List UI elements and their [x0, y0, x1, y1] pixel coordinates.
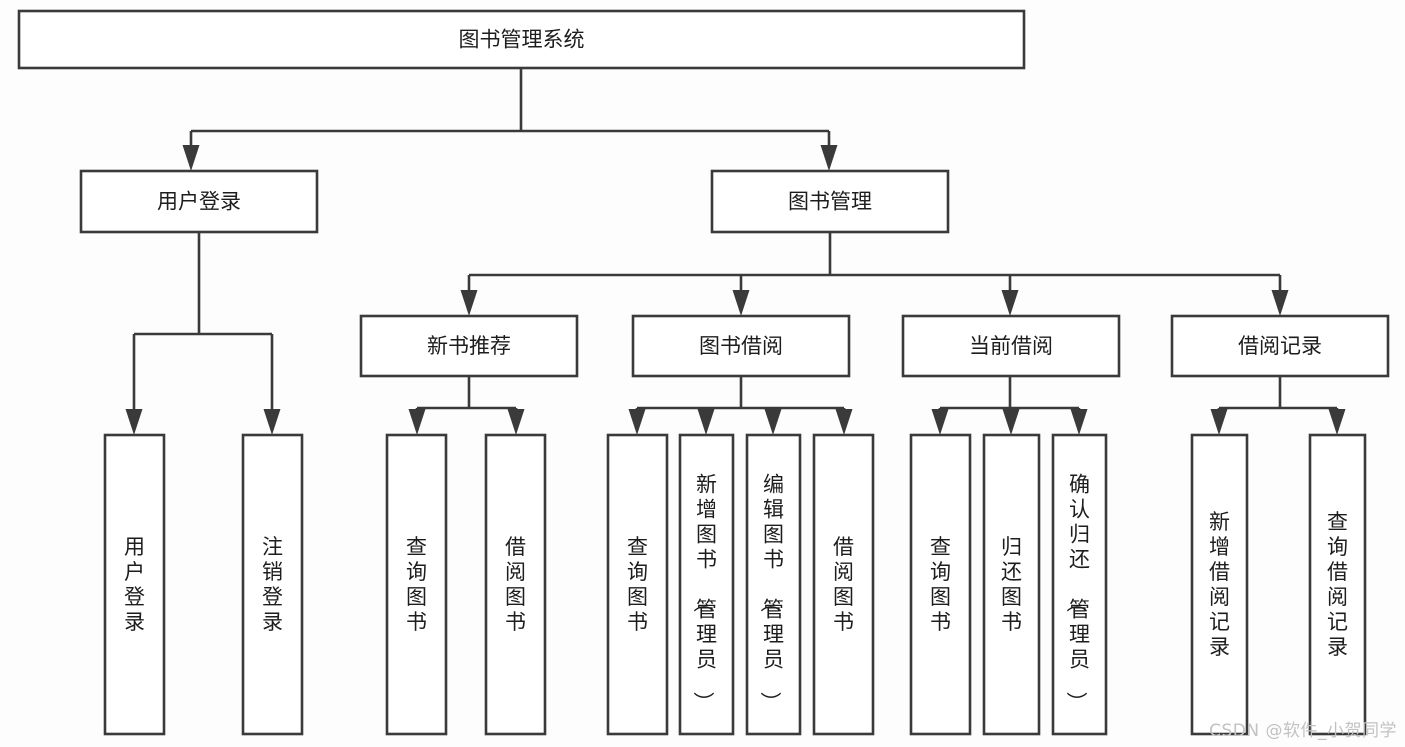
- edge-arrowhead-user-login: [182, 145, 200, 171]
- node-label-book-borrow: 图书借阅: [699, 334, 783, 358]
- node-label-leaf-query-book-3: 查询图书: [930, 535, 951, 634]
- edge-arrowhead-leaf-borrow-book-1: [507, 409, 525, 435]
- edge-group-newbook-to-leaves: [408, 376, 525, 435]
- node-root[interactable]: 图书管理系统: [17, 9, 1026, 70]
- node-current-borrow[interactable]: 当前借阅: [901, 314, 1121, 378]
- node-leaf-confirm-return[interactable]: 确认归还（管理员）: [1051, 433, 1108, 736]
- node-user-login[interactable]: 用户登录: [79, 169, 319, 234]
- edge-arrowhead-leaf-query-book-2: [628, 409, 646, 435]
- node-box-borrow-record[interactable]: [1170, 314, 1390, 378]
- node-box-leaf-add-record[interactable]: [1190, 433, 1249, 736]
- node-label-book-manage: 图书管理: [788, 190, 872, 214]
- node-leaf-query-book-2[interactable]: 查询图书: [606, 433, 669, 736]
- node-label-leaf-user-logout: 注销登录: [262, 535, 283, 634]
- node-new-book-rec[interactable]: 新书推荐: [359, 314, 579, 378]
- node-label-leaf-edit-book: 编辑图书（管理员）: [758, 473, 784, 713]
- edge-arrowhead-current-borrow: [1001, 290, 1019, 316]
- node-leaf-query-book-3[interactable]: 查询图书: [909, 433, 972, 736]
- edge-arrowhead-leaf-query-record: [1328, 409, 1346, 435]
- node-label-leaf-confirm-return: 确认归还（管理员）: [1064, 473, 1090, 713]
- node-label-borrow-record: 借阅记录: [1238, 334, 1322, 358]
- edge-arrowhead-leaf-user-logout: [263, 409, 281, 435]
- edge-arrowhead-leaf-query-book-1: [408, 409, 426, 435]
- edge-group-bookborrow-to-leaves: [628, 376, 853, 435]
- edge-arrowhead-leaf-confirm-return: [1070, 409, 1088, 435]
- node-leaf-query-record[interactable]: 查询借阅记录: [1308, 433, 1367, 736]
- node-leaf-borrow-book-2[interactable]: 借阅图书: [812, 433, 875, 736]
- node-label-new-book-rec: 新书推荐: [427, 334, 511, 358]
- edge-arrowhead-new-book-rec: [460, 290, 478, 316]
- node-leaf-edit-book[interactable]: 编辑图书（管理员）: [745, 433, 802, 736]
- edge-group-borrowrecord-to-leaves: [1210, 376, 1346, 435]
- edge-arrowhead-leaf-add-record: [1210, 409, 1228, 435]
- node-leaf-user-logout[interactable]: 注销登录: [241, 433, 304, 736]
- node-box-leaf-user-login[interactable]: [103, 433, 166, 736]
- node-label-user-login: 用户登录: [157, 190, 241, 214]
- node-box-leaf-add-book[interactable]: [678, 433, 735, 736]
- edge-arrowhead-book-manage: [820, 145, 838, 171]
- node-label-leaf-add-record: 新增借阅记录: [1209, 510, 1230, 659]
- node-borrow-record[interactable]: 借阅记录: [1170, 314, 1390, 378]
- node-box-leaf-query-book-3[interactable]: [909, 433, 972, 736]
- node-box-leaf-edit-book[interactable]: [745, 433, 802, 736]
- node-box-book-borrow[interactable]: [631, 314, 851, 378]
- node-book-borrow[interactable]: 图书借阅: [631, 314, 851, 378]
- node-label-leaf-add-book: 新增图书（管理员）: [691, 473, 717, 713]
- node-label-leaf-return-book: 归还图书: [1001, 535, 1022, 634]
- edge-arrowhead-leaf-edit-book: [764, 409, 782, 435]
- node-label-root: 图书管理系统: [459, 28, 585, 52]
- node-label-current-borrow: 当前借阅: [969, 334, 1053, 358]
- edge-group-bookmanage-to-level2: [460, 232, 1289, 316]
- node-box-user-login[interactable]: [79, 169, 319, 234]
- node-box-new-book-rec[interactable]: [359, 314, 579, 378]
- node-box-root[interactable]: [17, 9, 1026, 70]
- node-box-leaf-user-logout[interactable]: [241, 433, 304, 736]
- node-box-leaf-borrow-book-2[interactable]: [812, 433, 875, 736]
- node-leaf-user-login[interactable]: 用户登录: [103, 433, 166, 736]
- edge-group-currentborrow-to-leaves: [931, 376, 1088, 435]
- edge-arrowhead-borrow-record: [1271, 290, 1289, 316]
- node-leaf-query-book-1[interactable]: 查询图书: [385, 433, 448, 736]
- edge-arrowhead-leaf-add-book: [697, 409, 715, 435]
- node-box-leaf-return-book[interactable]: [982, 433, 1041, 736]
- node-label-leaf-query-book-2: 查询图书: [627, 535, 648, 634]
- edge-arrowhead-leaf-query-book-3: [931, 409, 949, 435]
- node-label-leaf-query-record: 查询借阅记录: [1327, 510, 1348, 659]
- node-label-leaf-query-book-1: 查询图书: [406, 535, 427, 634]
- nodes-layer: 图书管理系统用户登录图书管理新书推荐图书借阅当前借阅借阅记录用户登录注销登录查询…: [17, 9, 1390, 736]
- node-label-leaf-user-login: 用户登录: [124, 535, 145, 634]
- edge-arrowhead-leaf-return-book: [1002, 409, 1020, 435]
- node-box-leaf-query-book-1[interactable]: [385, 433, 448, 736]
- node-leaf-add-book[interactable]: 新增图书（管理员）: [678, 433, 735, 736]
- edge-arrowhead-leaf-borrow-book-2: [835, 409, 853, 435]
- node-box-leaf-query-book-2[interactable]: [606, 433, 669, 736]
- node-box-current-borrow[interactable]: [901, 314, 1121, 378]
- node-leaf-borrow-book-1[interactable]: 借阅图书: [484, 433, 547, 736]
- edge-arrowhead-book-borrow: [732, 290, 750, 316]
- node-label-leaf-borrow-book-1: 借阅图书: [505, 535, 526, 634]
- node-box-leaf-query-record[interactable]: [1308, 433, 1367, 736]
- node-leaf-return-book[interactable]: 归还图书: [982, 433, 1041, 736]
- node-leaf-add-record[interactable]: 新增借阅记录: [1190, 433, 1249, 736]
- node-label-leaf-borrow-book-2: 借阅图书: [833, 535, 854, 634]
- edge-group-root-to-level1: [182, 68, 838, 171]
- edge-arrowhead-leaf-user-login: [125, 409, 143, 435]
- edges-layer: [125, 68, 1346, 435]
- node-box-leaf-borrow-book-1[interactable]: [484, 433, 547, 736]
- node-box-leaf-confirm-return[interactable]: [1051, 433, 1108, 736]
- node-box-book-manage[interactable]: [710, 169, 950, 234]
- node-book-manage[interactable]: 图书管理: [710, 169, 950, 234]
- edge-group-userlogin-to-leaves: [125, 232, 281, 435]
